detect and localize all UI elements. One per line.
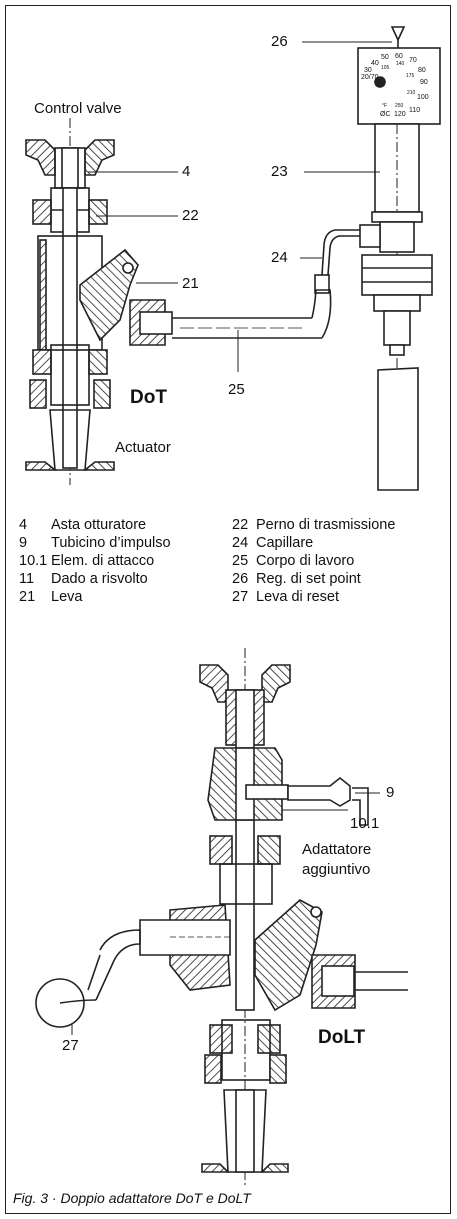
callout-23: 23 [271, 163, 288, 180]
dial-outer-9: 100 [417, 94, 429, 101]
dial-outer-7: 80 [418, 67, 426, 74]
dial-outer-2: 30 [364, 67, 372, 74]
callout-21: 21 [182, 275, 199, 292]
dial-outer-3: 40 [371, 60, 379, 67]
dial-outer-1: 20/70 [361, 74, 379, 81]
callout-9: 9 [386, 784, 395, 801]
dial-inner-3: 175 [406, 73, 415, 79]
dolt-valve-assembly [35, 648, 408, 1185]
callout-27: 27 [62, 1037, 79, 1054]
leader-lines-bottom [71, 792, 380, 1035]
dial-outer-10: 110 [409, 107, 421, 114]
callout-10-1: 10.1 [350, 815, 380, 832]
adapter-label-line1: Adattatore [302, 841, 372, 858]
dot-label: DoT [130, 387, 167, 408]
dial-inner-1: 105 [381, 65, 390, 71]
dolt-label: DoLT [318, 1027, 366, 1048]
dial-outer-6: 70 [409, 57, 417, 64]
callout-26: 26 [271, 33, 288, 50]
dial-inner-2: 140 [396, 61, 405, 67]
dial-inner-5: 250 [395, 103, 404, 109]
actuator-label: Actuator [115, 439, 171, 456]
thermostat-dial-scale: 20/70 30 40 50 60 70 80 90 100 110 120 1… [358, 48, 440, 124]
dial-inner-4: 210 [407, 90, 416, 96]
control-valve-label: Control valve [34, 100, 122, 117]
callout-22: 22 [182, 207, 199, 224]
dial-outer-5: 60 [395, 53, 403, 60]
figure-frame [5, 5, 451, 1214]
dial-outer-8: 90 [420, 79, 428, 86]
adapter-label-line2: aggiuntivo [302, 861, 371, 878]
figure-caption: Fig. 3 · Doppio adattatore DoT e DoLT [13, 1190, 251, 1206]
thermostat-assembly [321, 26, 441, 491]
dial-unit-c: ØC [380, 111, 391, 118]
dial-outer-4: 50 [381, 54, 389, 61]
dial-unit-f: °F [382, 103, 388, 109]
dial-outer-11: 120 [394, 111, 406, 118]
callout-4: 4 [182, 163, 191, 180]
leader-lines-top [88, 41, 392, 372]
callout-24: 24 [271, 249, 288, 266]
callout-25: 25 [228, 381, 245, 398]
dot-valve-assembly [25, 118, 332, 485]
